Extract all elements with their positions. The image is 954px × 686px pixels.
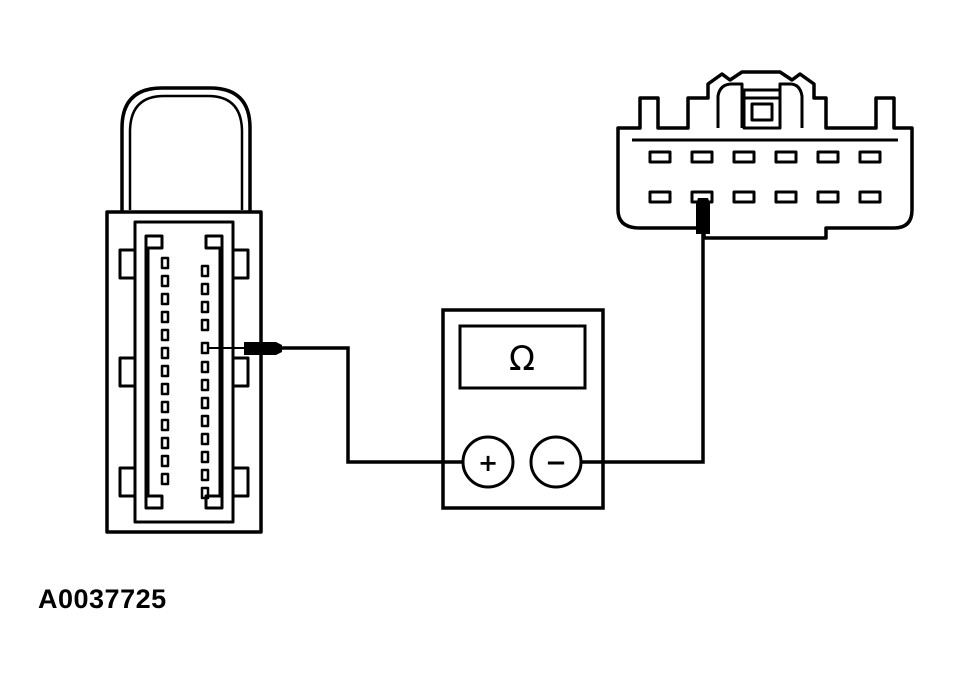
terminal-pin: [160, 346, 170, 360]
left-probe-body: [244, 342, 282, 355]
terminal-pin: [200, 282, 210, 296]
left-connector-tab: [231, 466, 250, 498]
terminal-slot: [774, 190, 798, 204]
terminal-pin: [160, 328, 170, 342]
terminal-pin: [160, 436, 170, 450]
left-connector-inner-frame: [133, 220, 235, 524]
left-connector-tab: [118, 356, 137, 388]
terminal-pin: [160, 256, 170, 270]
terminal-pin: [200, 414, 210, 428]
right-connector-lock: [742, 88, 782, 130]
terminal-pin-tested: [200, 341, 210, 355]
terminal-pin: [200, 378, 210, 392]
right-connector: [616, 70, 914, 240]
terminal-pin: [160, 382, 170, 396]
terminal-slot: [858, 150, 882, 164]
left-connector-pins-left-column: [160, 256, 170, 486]
right-connector-slots-top-row: [648, 150, 882, 164]
ohm-symbol: Ω: [509, 339, 535, 379]
left-connector-cap: [120, 86, 252, 212]
positive-terminal-label: +: [478, 449, 498, 477]
right-test-probe: [696, 198, 710, 234]
terminal-slot: [816, 150, 840, 164]
negative-terminal-label: −: [545, 448, 567, 478]
right-connector-outline: [616, 70, 914, 240]
left-connector-cavity: [204, 234, 224, 510]
test-leads: [282, 234, 705, 464]
terminal-pin: [200, 486, 210, 500]
terminal-pin: [160, 292, 170, 306]
terminal-pin: [200, 300, 210, 314]
terminal-slot: [690, 150, 714, 164]
terminal-pin: [160, 310, 170, 324]
terminal-pin: [200, 318, 210, 332]
negative-test-lead: [581, 234, 705, 464]
left-connector-pins-right-column: [200, 264, 210, 500]
terminal-slot: [858, 190, 882, 204]
terminal-slot: [648, 150, 672, 164]
ohmmeter-body: [441, 308, 605, 510]
terminal-pin: [160, 364, 170, 378]
left-connector-cavity: [144, 234, 164, 510]
right-connector-slots-bottom-row: [648, 190, 882, 204]
terminal-pin: [200, 360, 210, 374]
left-connector-tab: [231, 248, 250, 280]
terminal-slot: [774, 150, 798, 164]
terminal-pin: [160, 472, 170, 486]
terminal-slot: [732, 190, 756, 204]
right-connector-latch: [716, 82, 744, 128]
terminal-slot: [816, 190, 840, 204]
terminal-pin: [200, 432, 210, 446]
right-probe-body: [696, 198, 710, 234]
terminal-pin: [200, 396, 210, 410]
left-connector: [105, 86, 263, 534]
terminal-pin: [160, 454, 170, 468]
left-connector-tab: [118, 466, 137, 498]
left-connector-cap-inner: [128, 94, 244, 210]
left-connector-tab: [231, 356, 250, 388]
terminal-pin: [200, 450, 210, 464]
ohmmeter-display: [458, 324, 587, 390]
figure-id: A0037725: [38, 584, 167, 614]
terminal-pin: [200, 264, 210, 278]
right-connector-lock-window: [750, 102, 774, 122]
terminal-pin: [160, 418, 170, 432]
terminal-pin: [160, 400, 170, 414]
terminal-slot: [732, 150, 756, 164]
left-test-probe: [208, 342, 282, 355]
right-connector-latch: [778, 82, 804, 128]
terminal-pin: [160, 274, 170, 288]
positive-test-lead: [282, 346, 463, 464]
left-connector-tab: [118, 248, 137, 280]
terminal-slot: [648, 190, 672, 204]
left-connector-body: [105, 210, 263, 534]
terminal-pin: [200, 468, 210, 482]
